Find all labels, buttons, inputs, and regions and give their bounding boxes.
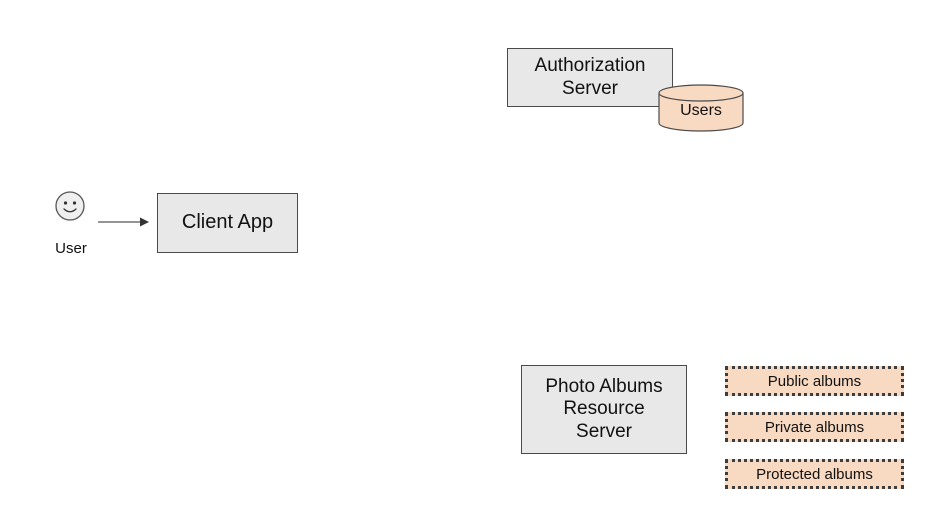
resource-server-box: Photo Albums Resource Server (521, 365, 687, 454)
client-app-box: Client App (157, 193, 298, 253)
protected-albums-box: Protected albums (725, 459, 904, 489)
users-database-label: Users (680, 102, 722, 119)
users-database: Users (658, 83, 744, 133)
smiley-face-icon (55, 191, 85, 221)
private-albums-label: Private albums (764, 418, 865, 436)
user-label: User (55, 240, 87, 257)
authorization-server-box: Authorization Server (507, 48, 673, 107)
public-albums-box: Public albums (725, 366, 904, 396)
public-albums-label: Public albums (767, 372, 862, 390)
user-to-client-arrow (98, 217, 149, 227)
private-albums-box: Private albums (725, 412, 904, 442)
client-app-label: Client App (181, 211, 274, 234)
resource-server-label: Photo Albums Resource Server (545, 375, 663, 442)
protected-albums-label: Protected albums (756, 465, 873, 483)
authorization-server-label: Authorization Server (534, 55, 646, 99)
database-cylinder-icon (658, 84, 744, 132)
